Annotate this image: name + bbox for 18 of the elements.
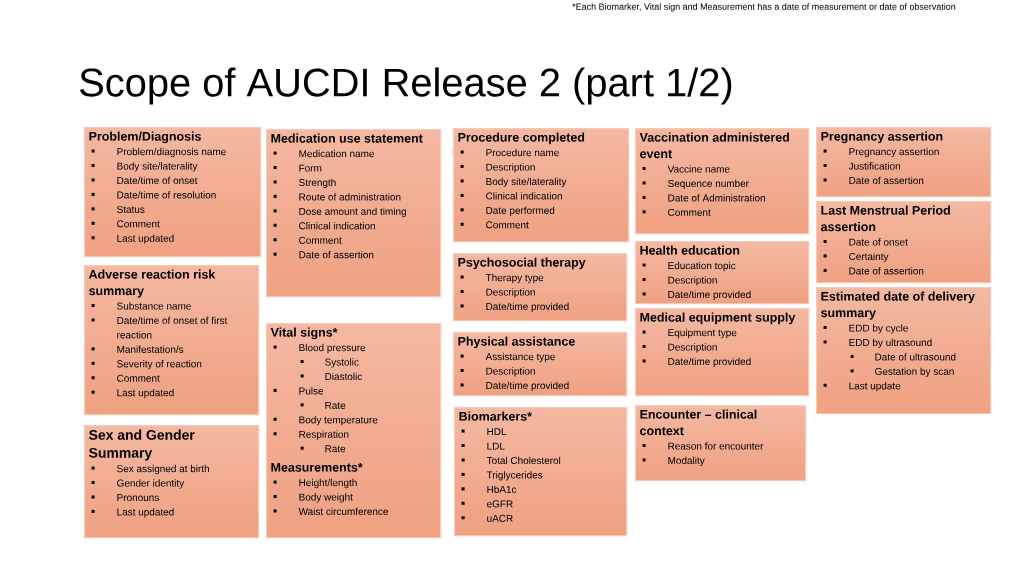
info-card: Estimated date of delivery summary EDD by cycle EDD by ultrasound Date of ultrasound Gestation by scan Last update bbox=[816, 287, 992, 415]
slide-title: Scope of AUCDI Release 2 (part 1/2) bbox=[80, 67, 732, 105]
info-card: Problem/Diagnosis Problem/diagnosis name Body site/laterality Date/time of onset Date/time of resolution Status Comment Last updated bbox=[84, 127, 262, 258]
info-card: Biomarkers* HDL LDL Total Cholesterol Triglycerides HbA1c eGFR uACR bbox=[454, 407, 628, 537]
footnote: *Each Biomarker, Vital sign and Measurement has a date of measurement or date of observation bbox=[572, 3, 956, 12]
info-card: Vital signs* Blood pressure Systolic Diastolic Pulse Rate Body temperature Respiration Rate Measurements* Height/length Body weight Waist circumference bbox=[266, 323, 442, 539]
info-card: Sex and Gender Summary Sex assigned at birth Gender identity Pronouns Last updated bbox=[84, 425, 260, 539]
info-card: Physical assistance Assistance type Description Date/time provided bbox=[453, 332, 628, 397]
info-card: Procedure completed Procedure name Description Body site/laterality Clinical indication Date performed Comment bbox=[453, 128, 630, 243]
info-card: Health education Education topic Description Date/time provided bbox=[635, 241, 810, 305]
info-card: Medication use statement Medication name Form Strength Route of administration Dose amount and timing Clinical indication Comment Date of assertion bbox=[266, 129, 442, 298]
info-card: Vaccination administered event Vaccine name Sequence number Date of Administration Comment bbox=[635, 128, 810, 235]
info-card: Pregnancy assertion Pregnancy assertion Justification Date of assertion bbox=[816, 127, 992, 198]
info-card: Last Menstrual Period assertion Date of onset Certainty Date of assertion bbox=[816, 201, 992, 284]
info-card: Adverse reaction risk summary Substance name Date/time of onset of first reaction Manifestation/s Severity of reaction Comment Last updated bbox=[84, 265, 260, 416]
info-card: Psychosocial therapy Therapy type Description Date/time provided bbox=[453, 253, 628, 322]
info-card: Medical equipment supply Equipment type Description Date/time provided bbox=[635, 308, 810, 397]
info-card: Encounter – clinical context Reason for encounter Modality bbox=[635, 405, 807, 482]
